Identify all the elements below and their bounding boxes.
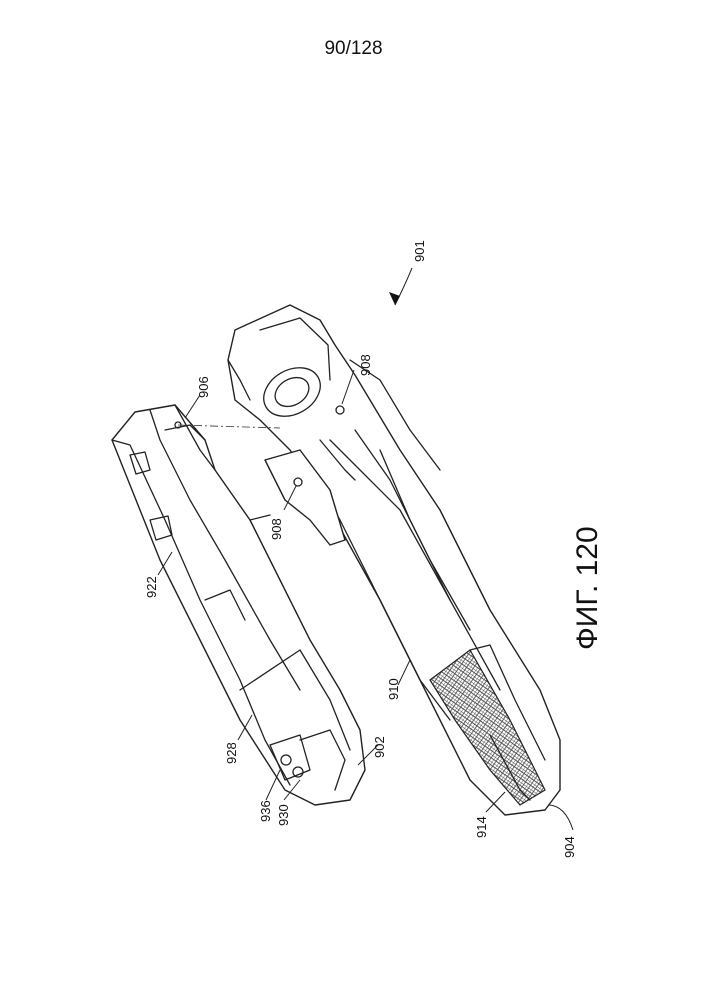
ref-910: 910 bbox=[386, 678, 401, 700]
ref-901: 901 bbox=[412, 240, 427, 262]
ref-914: 914 bbox=[474, 816, 489, 838]
figure-label: ФИГ. 120 bbox=[571, 526, 604, 650]
assembly-arrow bbox=[389, 268, 412, 305]
ref-936: 936 bbox=[258, 800, 273, 822]
ref-922: 922 bbox=[144, 576, 159, 598]
ref-902: 902 bbox=[372, 736, 387, 758]
ref-908-center: 908 bbox=[269, 518, 284, 540]
ref-908-right: 908 bbox=[358, 354, 373, 376]
ref-930: 930 bbox=[276, 804, 291, 826]
ref-906: 906 bbox=[196, 376, 211, 398]
ref-928: 928 bbox=[224, 742, 239, 764]
ref-904: 904 bbox=[562, 836, 577, 858]
